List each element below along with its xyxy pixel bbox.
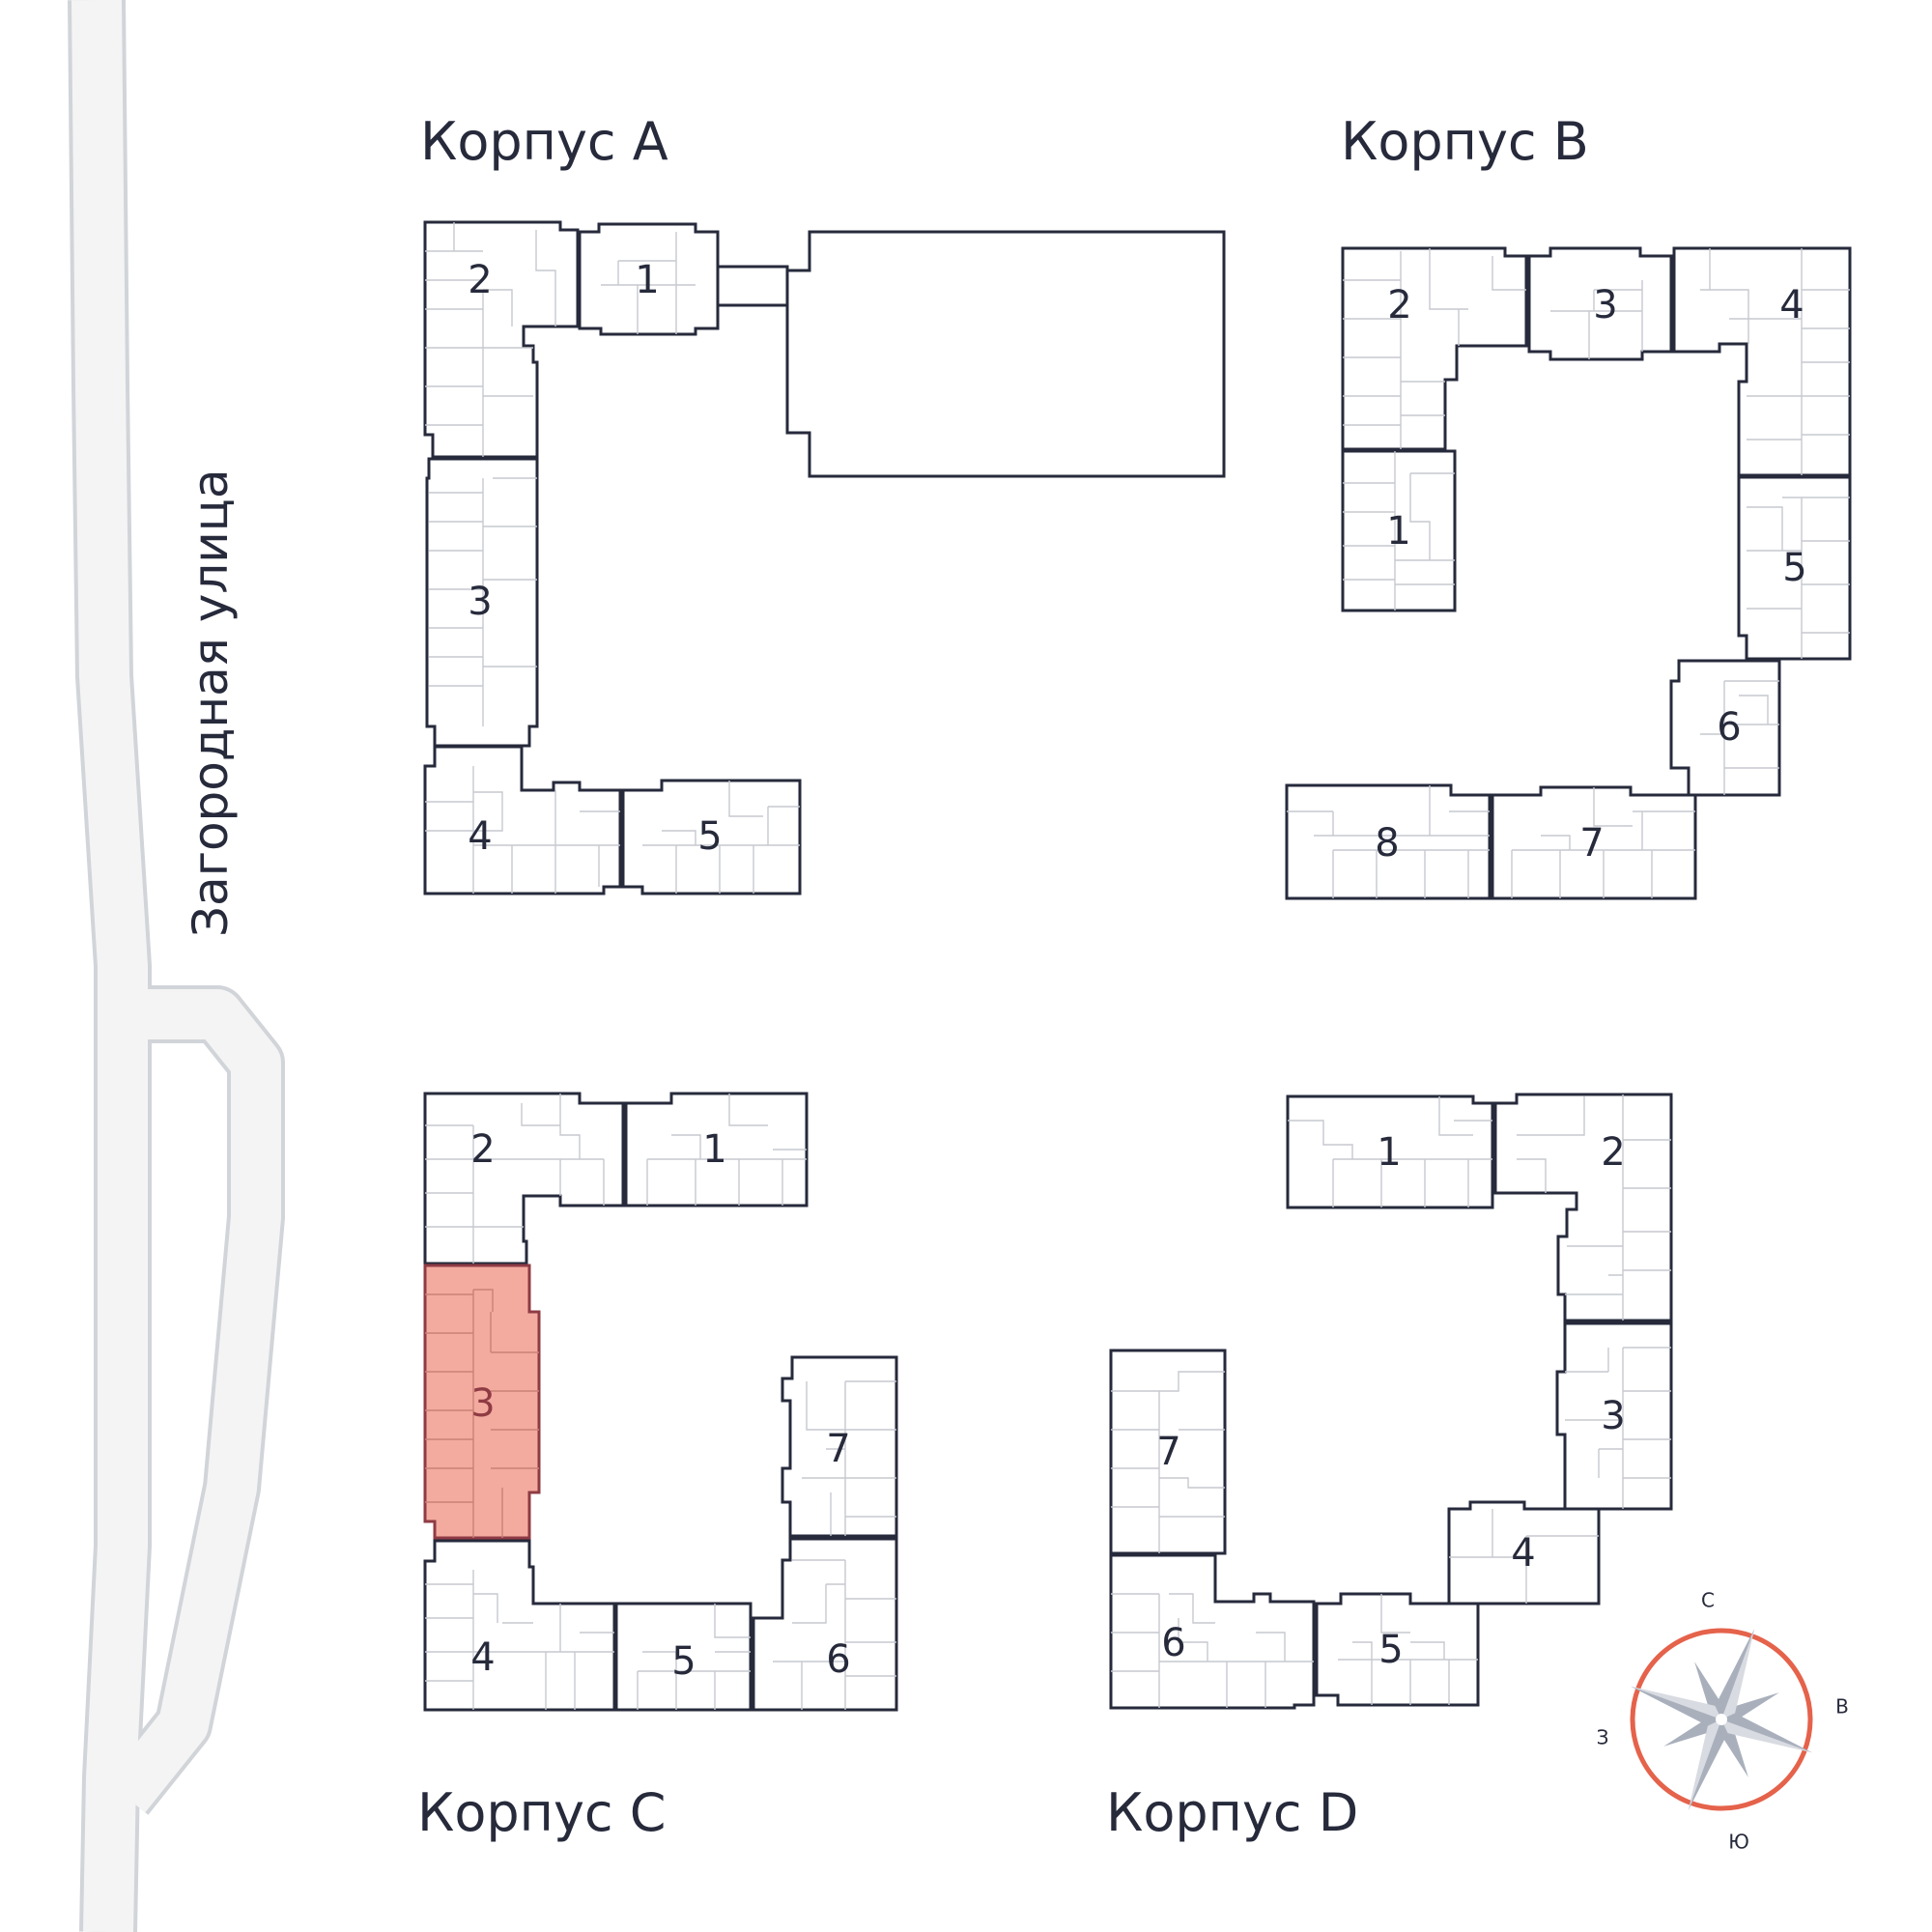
korpus-c-section-6-label: 6 bbox=[826, 1637, 850, 1682]
korpus-b-section-6[interactable]: 6 bbox=[1669, 659, 1781, 797]
korpus-d-title: Корпус D bbox=[1106, 1782, 1358, 1843]
korpus-b-section-7-label: 7 bbox=[1579, 821, 1604, 866]
compass-star-icon bbox=[1631, 1629, 1812, 1810]
korpus-c-section-5[interactable]: 5 bbox=[614, 1602, 753, 1712]
korpus-d-section-5[interactable]: 5 bbox=[1315, 1592, 1480, 1707]
korpus-d-section-7[interactable]: 7 bbox=[1109, 1349, 1227, 1555]
compass-west-label: З bbox=[1597, 1726, 1609, 1749]
korpus-b-section-8[interactable]: 8 bbox=[1285, 783, 1492, 900]
korpus-a-section-1-label: 1 bbox=[635, 258, 659, 302]
korpus-a-section-5-label: 5 bbox=[697, 814, 722, 859]
korpus-b-section-5-label: 5 bbox=[1782, 546, 1806, 590]
korpus-c: Корпус C 2 1 3 4 5 bbox=[417, 1092, 898, 1843]
korpus-d-section-3-label: 3 bbox=[1601, 1394, 1625, 1438]
korpus-d-section-4[interactable]: 4 bbox=[1447, 1500, 1601, 1605]
korpus-c-section-2-label: 2 bbox=[470, 1127, 495, 1172]
korpus-b-section-2[interactable]: 2 bbox=[1341, 246, 1528, 451]
korpus-a-section-3[interactable]: 3 bbox=[425, 457, 539, 748]
korpus-c-section-6[interactable]: 6 bbox=[752, 1537, 898, 1712]
korpus-b-section-4-label: 4 bbox=[1779, 283, 1804, 327]
korpus-d-section-5-label: 5 bbox=[1378, 1628, 1403, 1672]
korpus-b-section-3-label: 3 bbox=[1593, 283, 1617, 327]
korpus-b-section-3[interactable]: 3 bbox=[1527, 246, 1673, 361]
korpus-d-section-6-label: 6 bbox=[1161, 1621, 1185, 1665]
korpus-c-section-3[interactable]: 3 bbox=[423, 1264, 541, 1540]
korpus-b-section-7[interactable]: 7 bbox=[1491, 785, 1697, 900]
korpus-b-section-6-label: 6 bbox=[1717, 705, 1741, 750]
korpus-c-title: Корпус C bbox=[417, 1782, 666, 1843]
korpus-d-section-1[interactable]: 1 bbox=[1286, 1094, 1494, 1209]
korpus-c-section-3-label: 3 bbox=[470, 1381, 495, 1426]
korpus-a-section-4-label: 4 bbox=[468, 814, 492, 859]
korpus-a-section-2-label: 2 bbox=[468, 258, 492, 302]
korpus-b: Корпус B 2 3 4 1 5 bbox=[1285, 111, 1852, 900]
korpus-b-section-8-label: 8 bbox=[1375, 821, 1399, 866]
compass-south-label: Ю bbox=[1728, 1831, 1749, 1854]
korpus-c-section-1-label: 1 bbox=[702, 1127, 726, 1172]
korpus-a-section-5[interactable]: 5 bbox=[621, 779, 802, 895]
korpus-a: Корпус A 2 1 3 4 5 bbox=[420, 111, 1226, 895]
korpus-d-section-3[interactable]: 3 bbox=[1555, 1321, 1673, 1511]
korpus-d-section-7-label: 7 bbox=[1156, 1430, 1180, 1474]
korpus-c-section-4[interactable]: 4 bbox=[423, 1539, 616, 1712]
annex-connector bbox=[716, 265, 789, 307]
compass-east-label: В bbox=[1835, 1695, 1849, 1719]
korpus-c-section-7-label: 7 bbox=[826, 1427, 850, 1471]
korpus-a-title: Корпус A bbox=[420, 111, 668, 172]
korpus-c-section-2[interactable]: 2 bbox=[423, 1092, 625, 1265]
korpus-d-section-4-label: 4 bbox=[1511, 1531, 1535, 1576]
korpus-c-section-1[interactable]: 1 bbox=[624, 1092, 809, 1208]
korpus-b-section-1-label: 1 bbox=[1386, 509, 1410, 554]
korpus-b-section-4[interactable]: 4 bbox=[1672, 246, 1852, 477]
korpus-a-section-4[interactable]: 4 bbox=[423, 745, 622, 895]
korpus-c-section-7[interactable]: 7 bbox=[781, 1355, 898, 1538]
korpus-b-section-5[interactable]: 5 bbox=[1737, 475, 1852, 661]
korpus-a-section-2[interactable]: 2 bbox=[423, 220, 580, 459]
road bbox=[68, 0, 285, 1932]
korpus-d-section-1-label: 1 bbox=[1377, 1130, 1401, 1175]
korpus-b-section-2-label: 2 bbox=[1387, 283, 1411, 327]
korpus-b-title: Корпус B bbox=[1341, 111, 1589, 172]
korpus-d-section-6[interactable]: 6 bbox=[1109, 1553, 1316, 1710]
korpus-c-section-4-label: 4 bbox=[470, 1635, 495, 1680]
compass: С В Ю З bbox=[1597, 1589, 1849, 1854]
korpus-d-section-2-label: 2 bbox=[1601, 1130, 1625, 1175]
korpus-a-section-3-label: 3 bbox=[468, 580, 492, 624]
korpus-a-section-1[interactable]: 1 bbox=[578, 222, 720, 336]
compass-north-label: С bbox=[1701, 1589, 1715, 1612]
street-label: Загородная улица bbox=[183, 469, 239, 937]
korpus-b-section-1[interactable]: 1 bbox=[1341, 449, 1457, 612]
annex-building bbox=[785, 230, 1226, 478]
korpus-c-section-5-label: 5 bbox=[671, 1639, 696, 1684]
korpus-d-section-2[interactable]: 2 bbox=[1493, 1093, 1673, 1322]
compass-ring bbox=[1630, 1628, 1813, 1811]
korpus-d: Корпус D 1 2 3 4 5 bbox=[1106, 1093, 1673, 1843]
